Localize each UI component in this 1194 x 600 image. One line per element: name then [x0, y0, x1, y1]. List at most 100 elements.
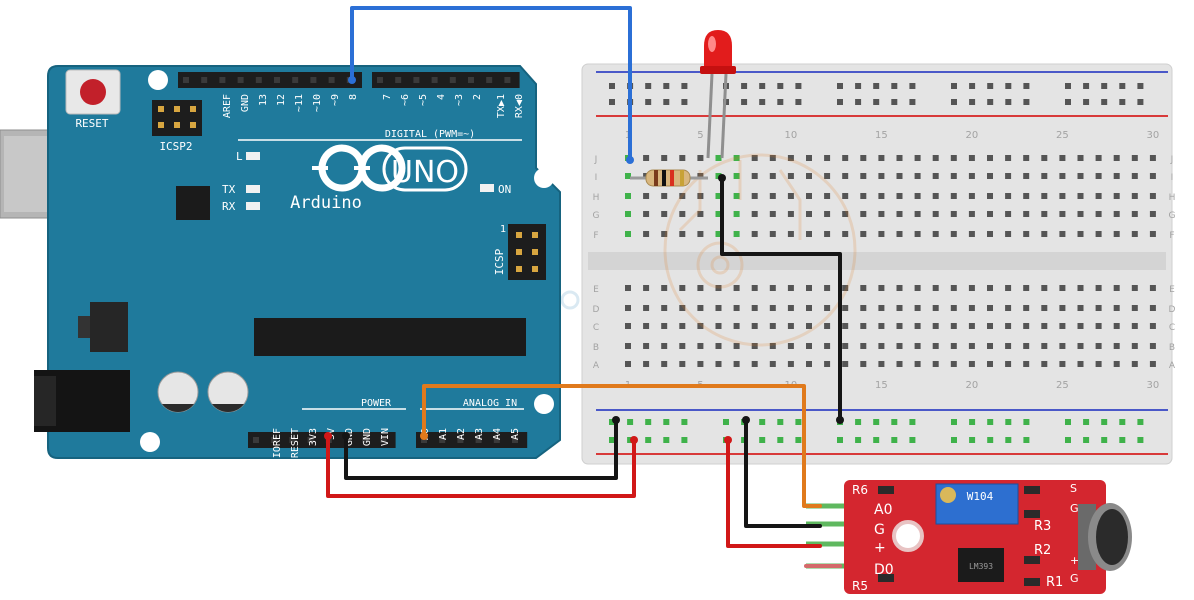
- rail-hole: [873, 437, 880, 443]
- rail-hole: [759, 83, 766, 89]
- smd-resistor: [1024, 578, 1040, 586]
- breadboard-hole: [697, 231, 704, 237]
- breadboard-hole: [932, 323, 939, 329]
- rail-hole: [795, 99, 802, 105]
- breadboard-hole: [932, 343, 939, 349]
- breadboard-hole: [769, 231, 776, 237]
- wire-red-5v-to-rail: [326, 434, 636, 498]
- header-pin: [380, 437, 387, 443]
- breadboard-hole: [643, 323, 650, 329]
- rail-hole: [1137, 99, 1144, 105]
- potentiometer-label: W104: [967, 490, 994, 503]
- breadboard-hole: [787, 343, 794, 349]
- breadboard-hole: [914, 193, 921, 199]
- rail-hole: [951, 419, 957, 425]
- breadboard-hole: [643, 343, 650, 349]
- led-highlight: [708, 36, 716, 52]
- potentiometer-screw[interactable]: [940, 487, 956, 503]
- row-letter: A: [1169, 361, 1176, 371]
- breadboard-hole: [1149, 211, 1156, 217]
- breadboard-hole: [661, 231, 668, 237]
- reset-button-cap[interactable]: [80, 79, 106, 105]
- mounting-hole: [534, 168, 554, 188]
- sensor-label: R1: [1046, 575, 1063, 590]
- icsp2-pin: [158, 122, 164, 128]
- wire-endpoint: [420, 432, 428, 440]
- breadboard-hole: [1005, 155, 1012, 161]
- pin-label: 5V: [326, 428, 337, 440]
- breadboard-hole: [679, 211, 686, 217]
- breadboard-hole: [733, 343, 740, 349]
- rail-hole: [837, 437, 843, 443]
- breadboard-hole: [824, 323, 831, 329]
- rail-hole: [909, 419, 916, 425]
- breadboard-hole: [878, 231, 885, 237]
- breadboard-hole: [625, 173, 631, 179]
- breadboard-hole: [1113, 285, 1120, 291]
- header-pin: [274, 77, 280, 83]
- breadboard-hole: [914, 305, 921, 311]
- breadboard-hole: [824, 155, 831, 161]
- breadboard-hole: [806, 231, 812, 237]
- breadboard-hole: [1131, 323, 1138, 329]
- rail-hole: [855, 419, 862, 425]
- breadboard-hole: [679, 305, 686, 311]
- breadboard-hole: [715, 231, 722, 237]
- breadboard-hole: [860, 155, 867, 161]
- breadboard-hole: [806, 155, 812, 161]
- breadboard-hole: [896, 323, 903, 329]
- breadboard-hole: [769, 343, 776, 349]
- breadboard-hole: [860, 193, 867, 199]
- breadboard-hole: [1059, 211, 1066, 217]
- row-letter: A: [593, 361, 600, 371]
- rail-hole: [1065, 83, 1071, 89]
- breadboard-hole: [842, 323, 849, 329]
- rail-hole: [681, 83, 688, 89]
- led-rx: [246, 202, 260, 210]
- sensor-label: R3: [1034, 519, 1051, 534]
- breadboard-hole: [1077, 361, 1084, 367]
- rail-hole: [759, 419, 766, 425]
- row-letter: G: [1169, 211, 1176, 221]
- icsp2-pin: [190, 122, 196, 128]
- pin-label: ~6: [400, 94, 411, 106]
- wire-endpoint: [324, 432, 332, 440]
- breadboard-hole: [914, 211, 921, 217]
- breadboard-hole: [806, 343, 812, 349]
- breadboard-hole: [824, 173, 831, 179]
- breadboard-hole: [878, 285, 885, 291]
- breadboard-hole: [751, 173, 758, 179]
- rail-hole: [1023, 419, 1030, 425]
- pin-label: 8: [348, 94, 359, 100]
- breadboard-hole: [1005, 323, 1012, 329]
- breadboard-hole: [769, 305, 776, 311]
- breadboard-hole: [932, 231, 939, 237]
- header-pin: [310, 77, 317, 83]
- capacitor: [207, 371, 249, 413]
- breadboard-hole: [987, 285, 993, 291]
- icsp2-strip: [152, 100, 202, 136]
- breadboard-hole: [950, 155, 957, 161]
- breadboard-hole: [1131, 361, 1138, 367]
- breadboard-hole: [1023, 343, 1030, 349]
- wire-endpoint: [724, 436, 732, 444]
- rail-hole: [663, 99, 670, 105]
- breadboard-hole: [950, 285, 957, 291]
- breadboard-hole: [1149, 361, 1156, 367]
- breadboard-hole: [715, 343, 722, 349]
- breadboard-hole: [878, 155, 885, 161]
- breadboard-hole: [1059, 305, 1066, 311]
- breadboard-hole: [751, 305, 758, 311]
- breadboard-hole: [715, 155, 722, 161]
- red-led: [700, 30, 736, 159]
- breadboard-hole: [950, 323, 957, 329]
- wire-endpoint: [342, 432, 350, 440]
- wire-orange-a0-to-sensor: [422, 384, 822, 508]
- breadboard-hole: [1005, 231, 1012, 237]
- breadboard-hole: [1095, 193, 1102, 199]
- rail-hole: [1023, 99, 1030, 105]
- breadboard-hole: [932, 155, 939, 161]
- rail-hole: [1083, 419, 1090, 425]
- wire-endpoint: [742, 416, 750, 424]
